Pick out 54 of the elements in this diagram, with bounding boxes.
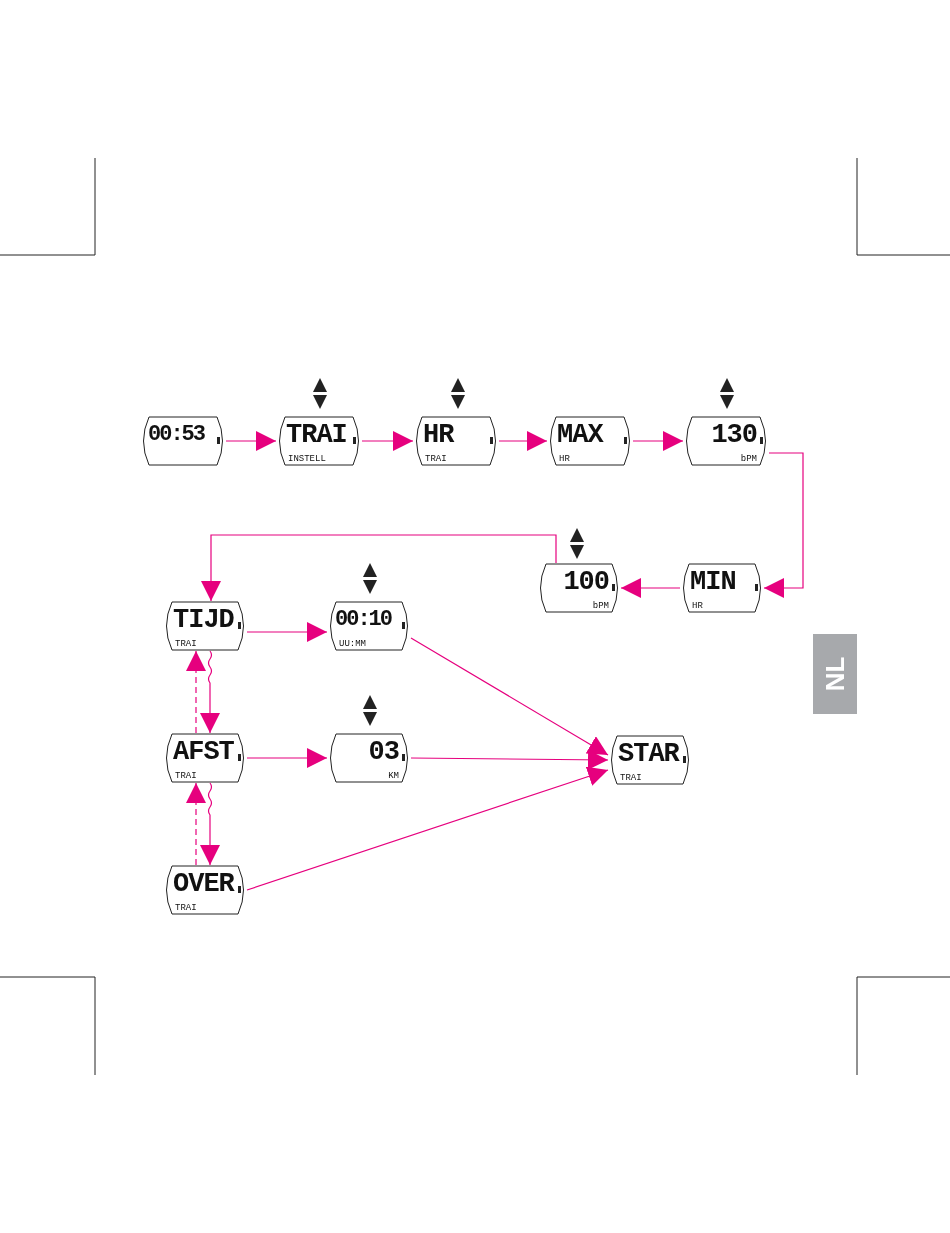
- display-sublabel: bPM: [739, 454, 757, 464]
- display-readout: MAX: [557, 420, 605, 450]
- display-sublabel: TRAI: [175, 903, 198, 913]
- arrow: [201, 534, 557, 602]
- lcd-display: [163, 601, 247, 651]
- display-readout: 00:53: [148, 421, 206, 449]
- arrow: [620, 578, 681, 598]
- lcd-display: [413, 416, 499, 466]
- display-sublabel: HR: [692, 601, 704, 611]
- display-readout: 130: [710, 420, 757, 450]
- display-readout: MIN: [690, 567, 737, 597]
- lcd-display: [537, 563, 621, 613]
- arrow: [246, 766, 609, 891]
- display-sublabel: INSTELL: [288, 454, 327, 464]
- arrow: [186, 650, 206, 734]
- arrow: [246, 622, 328, 642]
- display-readout: HR: [423, 420, 455, 450]
- display-sublabel: TRAI: [425, 454, 448, 464]
- display-sublabel: HR: [559, 454, 571, 464]
- display-readout: 100: [562, 567, 609, 597]
- arrow: [186, 782, 206, 866]
- display-sublabel: TRAI: [620, 773, 643, 783]
- display-readout: 00:10: [335, 606, 393, 634]
- display-readout: AFST: [173, 737, 235, 767]
- lcd-display: [140, 416, 226, 466]
- arrow: [498, 431, 548, 451]
- lcd-display: [327, 733, 411, 783]
- display-sublabel: TRAI: [175, 771, 198, 781]
- display-sublabel: TRAI: [175, 639, 198, 649]
- arrow: [763, 452, 804, 598]
- arrow: [225, 431, 277, 451]
- lcd-display: [683, 416, 769, 466]
- display-readout: STAR: [618, 739, 680, 769]
- arrow: [200, 650, 220, 734]
- lcd-display: [327, 601, 411, 651]
- lcd-display: [547, 416, 633, 466]
- language-code: NL: [821, 656, 849, 692]
- display-readout: OVER: [173, 869, 235, 899]
- lcd-display: [163, 865, 247, 915]
- display-readout: TRAI: [286, 420, 348, 450]
- arrow: [200, 782, 220, 866]
- display-sublabel: KM: [387, 771, 399, 781]
- arrow: [632, 431, 684, 451]
- arrow: [246, 748, 328, 768]
- display-sublabel: UU:MM: [339, 639, 367, 649]
- display-readout: TIJD: [173, 605, 235, 635]
- lcd-display: [163, 733, 247, 783]
- display-sublabel: bPM: [591, 601, 609, 611]
- arrow: [361, 431, 414, 451]
- lcd-display: [276, 416, 362, 466]
- arrow: [410, 637, 609, 756]
- display-readout: 03: [367, 737, 399, 767]
- lcd-display: [680, 563, 764, 613]
- lcd-display: [608, 735, 692, 785]
